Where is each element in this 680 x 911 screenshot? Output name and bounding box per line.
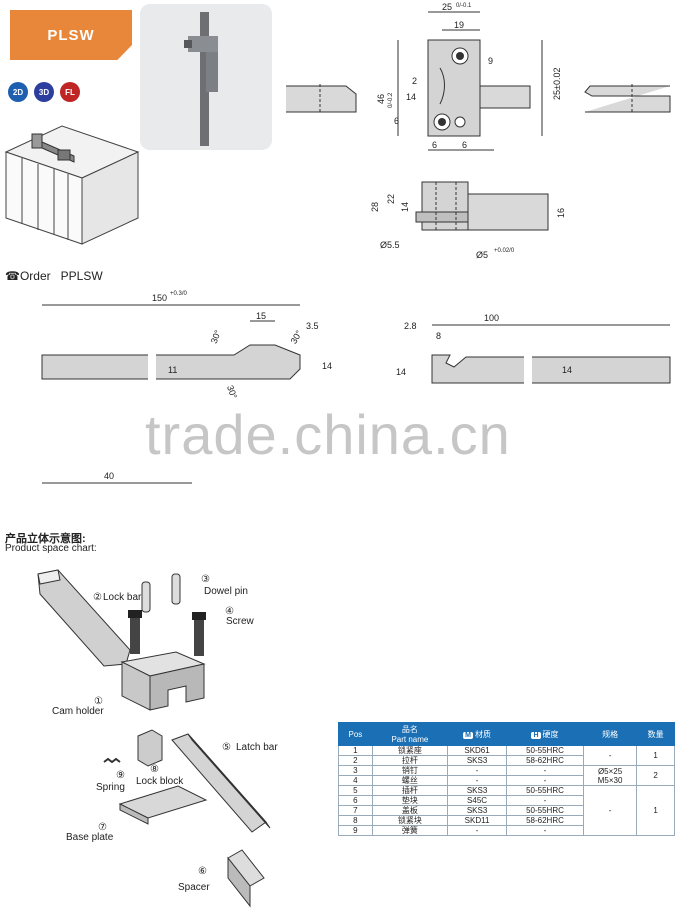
dim-28: 28 <box>370 202 380 212</box>
dim-14-side: 14 <box>400 202 410 212</box>
part-cam-holder: Cam holder <box>52 706 104 717</box>
dim-14-b: 14 <box>396 367 406 377</box>
product-code-badge: PLSW <box>10 10 132 60</box>
dim-2-8: 2.8 <box>404 321 417 331</box>
dim-6-b: 6 <box>462 140 467 150</box>
dim-25-vertical: 25±0.02 <box>552 68 562 100</box>
bar-dimension-drawing: 150 +0.3/0 15 3.5 30° 30° 30° 11 14 40 1… <box>41 291 671 484</box>
part-num-8: ⑧ <box>150 764 159 775</box>
dim-11: 11 <box>168 365 177 375</box>
part-num-9: ⑨ <box>116 770 125 781</box>
dim-6-a: 6 <box>432 140 437 150</box>
part-num-5: ⑤ <box>222 742 231 753</box>
dim-19: 19 <box>454 20 464 30</box>
part-num-6: ⑥ <box>198 866 207 877</box>
order-line: ☎Order PPLSW <box>5 269 103 283</box>
format-3d-icon[interactable]: 3D <box>34 82 54 102</box>
product-photo <box>140 4 272 150</box>
dim-40: 40 <box>104 471 114 481</box>
part-latch-bar: Latch bar <box>236 742 278 753</box>
order-code: PPLSW <box>60 269 103 283</box>
part-spring: Spring <box>96 782 125 793</box>
dim-100: 100 <box>484 313 499 323</box>
dim-dia-5-tol: +0.02/0 <box>494 248 515 254</box>
part-num-4: ④ <box>225 606 234 617</box>
angle-30-b: 30° <box>289 328 305 345</box>
dim-150: 150 <box>152 293 167 303</box>
dim-dia-5: Ø5 <box>476 250 488 260</box>
dim-15: 15 <box>256 311 266 321</box>
part-num-2: ② <box>93 592 102 603</box>
dim-16: 16 <box>556 208 566 218</box>
format-2d-icon[interactable]: 2D <box>8 82 28 102</box>
part-screw: Screw <box>226 616 255 627</box>
col-spec: 规格 <box>582 722 638 746</box>
space-chart-title-cn: 产品立体示意图: <box>5 533 86 545</box>
dim-22: 22 <box>386 194 396 204</box>
part-num-1: ① <box>94 696 103 707</box>
angle-30-c: 30° <box>225 384 239 401</box>
dim-25-tol: 0/-0.1 <box>456 3 472 9</box>
phone-icon: ☎ <box>5 269 20 283</box>
latch-rod-photo <box>184 12 218 146</box>
part-base-plate: Base plate <box>66 832 114 843</box>
order-label: Order <box>19 269 51 283</box>
space-chart-title-en: Product space chart: <box>5 543 97 554</box>
dim-14-a: 14 <box>322 361 332 371</box>
dim-8: 8 <box>436 331 441 341</box>
mould-illustration <box>4 125 140 245</box>
dim-dia-5-5: Ø5.5 <box>380 240 400 250</box>
dim-3-5: 3.5 <box>306 321 319 331</box>
dim-46-tol: 0/-0.2 <box>388 92 394 108</box>
top-dimension-drawing: 25 0/-0.1 19 9 46 0/-0.2 14 2 6 6 6 25±0… <box>286 2 671 260</box>
dim-6-vertical: 6 <box>394 116 399 126</box>
part-lock-bar: Lock bar <box>103 592 142 603</box>
dim-2: 2 <box>412 76 417 86</box>
format-fl-icon[interactable]: FL <box>60 82 80 102</box>
col-pos: Pos <box>338 722 373 746</box>
part-num-3: ③ <box>201 574 210 585</box>
watermark: trade.china.cn <box>145 403 511 466</box>
part-spacer: Spacer <box>178 882 210 893</box>
exploded-view: ② Lock bar ③ Dowel pin ④ Screw ① Cam hol… <box>37 569 278 908</box>
dim-150-tol: +0.3/0 <box>170 291 188 297</box>
part-dowel-pin: Dowel pin <box>204 586 248 597</box>
col-qty: 数量 <box>636 722 675 746</box>
dim-9: 9 <box>488 56 493 66</box>
angle-30-a: 30° <box>209 328 223 345</box>
dim-14: 14 <box>406 92 416 102</box>
part-num-7: ⑦ <box>98 822 107 833</box>
part-lock-block: Lock block <box>136 776 184 787</box>
dim-25: 25 <box>442 2 452 12</box>
dim-14-c: 14 <box>562 365 572 375</box>
dim-46: 46 <box>376 94 386 104</box>
